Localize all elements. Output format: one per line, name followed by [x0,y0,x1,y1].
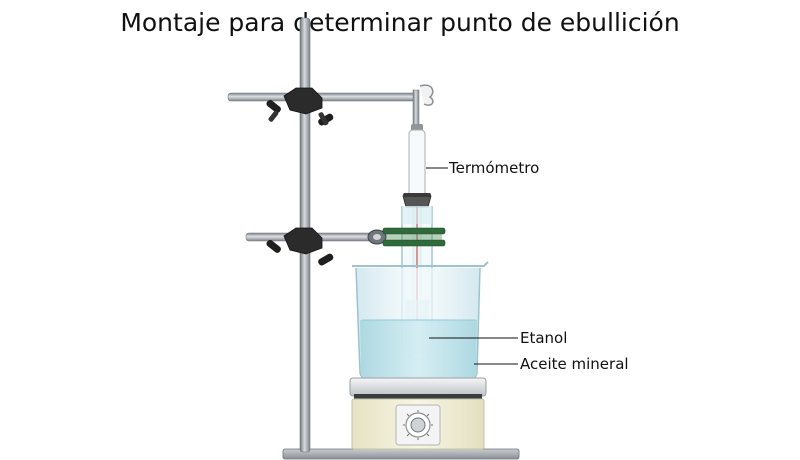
label-thermometer: Termómetro [448,159,539,177]
label-thermometer-group: Termómetro [426,159,539,177]
hot-plate [349,377,487,450]
label-ethanol-group: Etanol [429,329,567,347]
diagram-title: Montaje para determinar punto de ebullic… [120,8,680,37]
label-ethanol: Etanol [520,329,567,347]
lower-clamp-holder [266,227,334,266]
tube-ring-clamp [367,227,446,247]
stand-base [282,448,520,460]
stopper [402,193,432,208]
upper-clamp-holder [266,87,334,126]
upper-clamp-bar [227,89,420,129]
label-oil-group: Aceite mineral [474,355,629,373]
label-mineral-oil: Aceite mineral [520,355,629,373]
beaker [352,261,489,381]
